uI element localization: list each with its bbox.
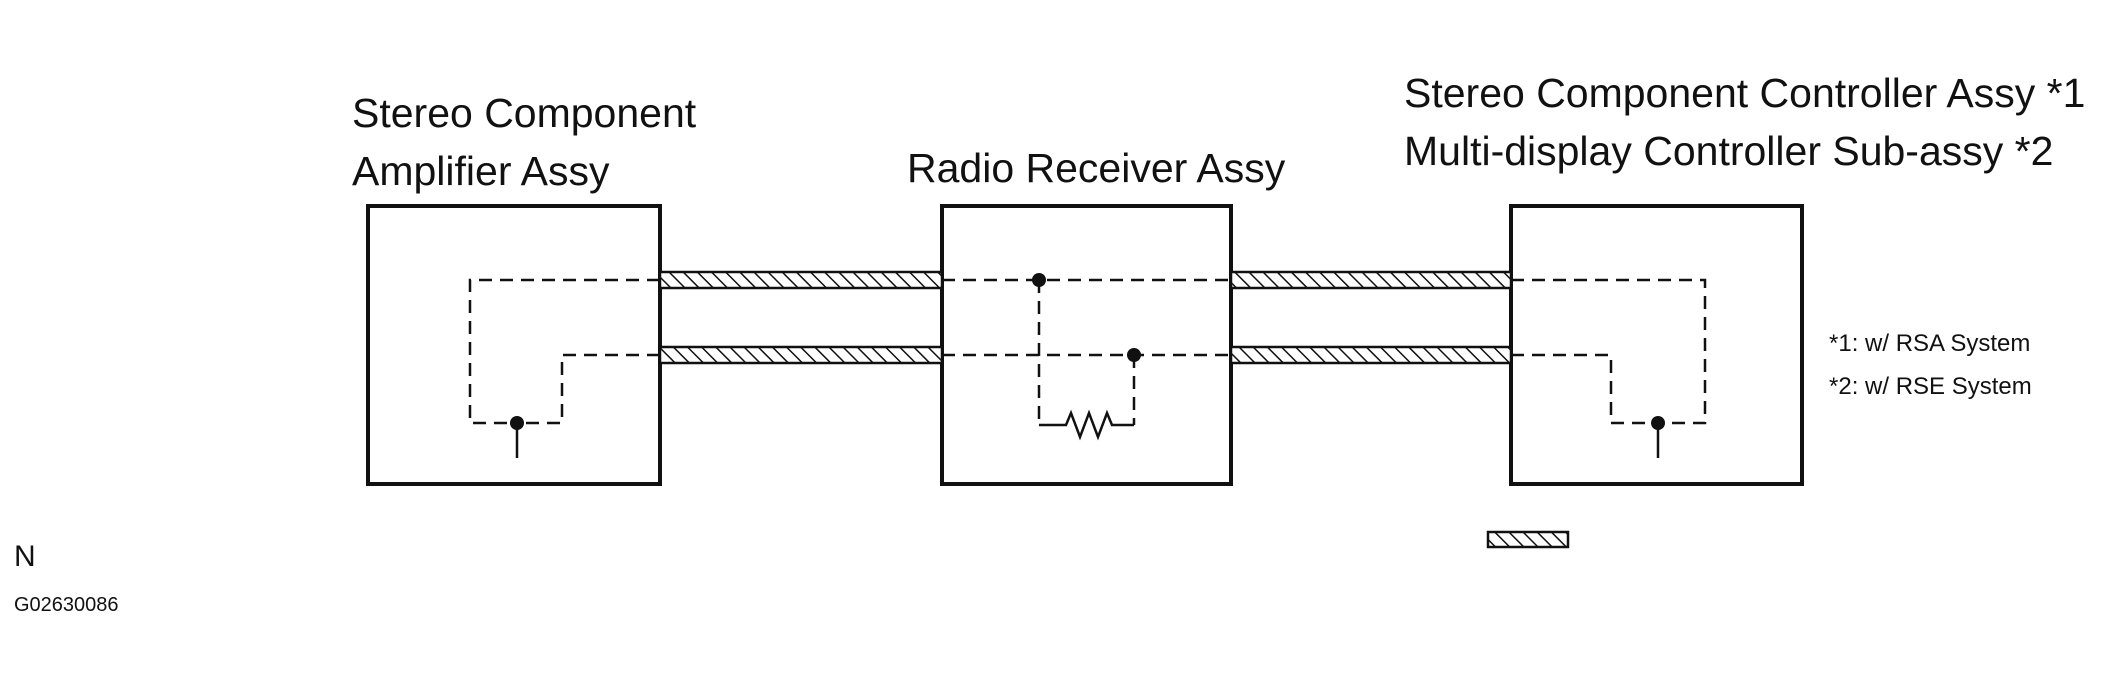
shield-cable-lower-left <box>658 345 944 365</box>
resistor-symbol <box>1039 409 1134 441</box>
controller-label-line2: Multi-display Controller Sub-assy *2 <box>1404 128 2054 174</box>
controller-box <box>1509 204 1804 486</box>
ground-dot-controller <box>1651 416 1665 430</box>
amplifier-label-line2: Amplifier Assy <box>352 148 610 194</box>
radio-receiver-label: Radio Receiver Assy <box>907 145 1286 191</box>
junction-dot-radio-lower <box>1127 348 1141 362</box>
note-rsa-system: *1: w/ RSA System <box>1829 330 2031 357</box>
junction-dot-radio-upper <box>1032 273 1046 287</box>
shield-cable-upper-left <box>658 270 944 290</box>
controller-label-line1: Stereo Component Controller Assy *1 <box>1404 70 2086 116</box>
ground-dot-amplifier <box>510 416 524 430</box>
dashed-wiring <box>468 278 1707 425</box>
footer-letter: N <box>14 540 36 573</box>
shield-cable-upper-right <box>1229 270 1513 290</box>
legend-shield-symbol <box>1486 530 1570 549</box>
amplifier-box <box>366 204 662 486</box>
footer-code: G02630086 <box>14 594 119 616</box>
note-rse-system: *2: w/ RSE System <box>1829 373 2032 400</box>
shield-cable-lower-right <box>1229 345 1513 365</box>
amplifier-label-line1: Stereo Component <box>352 90 697 136</box>
radio-receiver-box <box>940 204 1233 486</box>
